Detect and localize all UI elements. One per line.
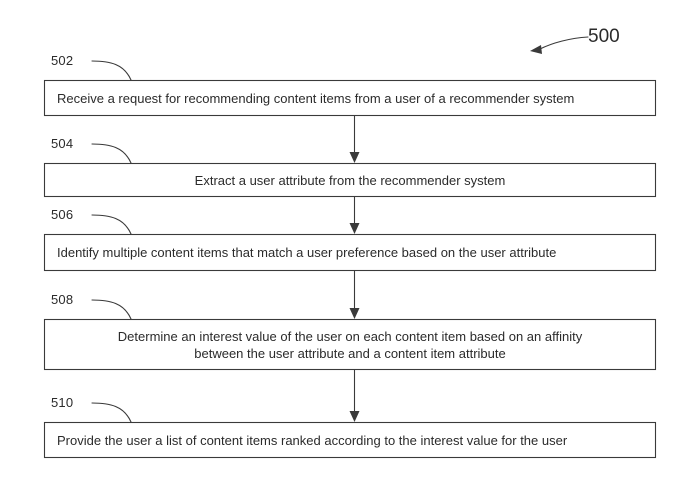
step-box-510 — [43, 421, 657, 459]
step-box-502 — [43, 79, 657, 117]
step-box-508 — [43, 318, 657, 371]
connector-502-504 — [349, 116, 360, 163]
leader-line-508 — [91, 299, 132, 320]
step-text-504: Extract a user attribute from the recomm… — [194, 173, 506, 188]
step-box-504 — [43, 162, 657, 198]
reference-numeral-502: 502 — [51, 53, 74, 68]
step-text-502: Receive a request for recommending conte… — [57, 91, 575, 106]
figure-number-label: 500 — [588, 26, 620, 47]
reference-numeral-504: 504 — [51, 136, 74, 151]
figure-number-leader — [530, 36, 589, 54]
step-text-506: Identify multiple content items that mat… — [57, 245, 557, 260]
leader-line-506 — [91, 214, 132, 235]
connector-508-510 — [349, 370, 360, 422]
reference-numeral-506: 506 — [51, 207, 74, 222]
step-text-510: Provide the user a list of content items… — [57, 433, 568, 448]
step-text-508: Determine an interest value of the user … — [117, 329, 583, 361]
connector-504-506 — [349, 197, 360, 234]
leader-line-504 — [91, 143, 132, 164]
reference-numeral-508: 508 — [51, 292, 74, 307]
connector-506-508 — [349, 271, 360, 319]
leader-line-502 — [91, 60, 132, 81]
step-box-506 — [43, 233, 657, 272]
leader-line-510 — [91, 402, 132, 423]
reference-numeral-510: 510 — [51, 395, 74, 410]
